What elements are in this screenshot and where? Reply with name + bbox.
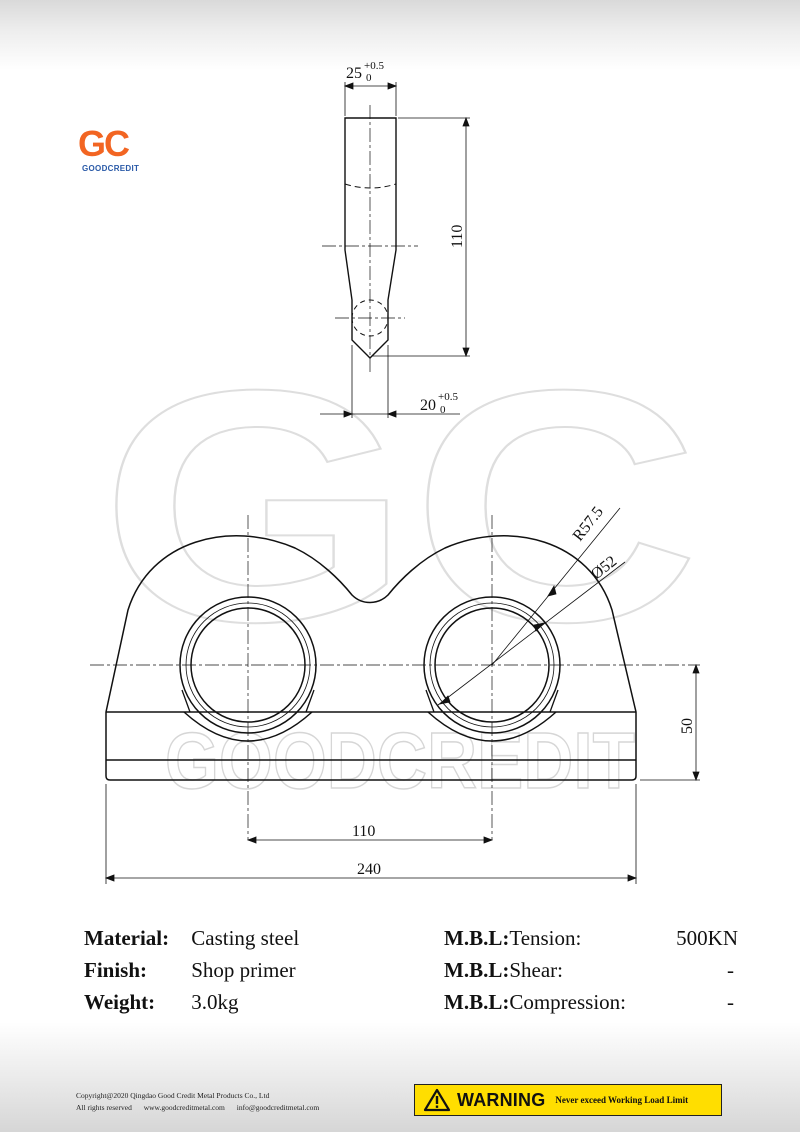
- warning-title: WARNING: [457, 1089, 546, 1110]
- brand-logo-mark: GC: [78, 123, 130, 164]
- page-texture-top: [0, 0, 800, 70]
- dim-hole-spacing: 110: [352, 823, 375, 840]
- watermark-logo: GC: [100, 330, 701, 660]
- spec-mbl-type: Shear:: [509, 958, 563, 982]
- spec-mbl-value: -: [727, 958, 734, 982]
- brand-logo-name: GOODCREDIT: [82, 164, 140, 173]
- dim-bottom-width-tol-upper: +0.5: [438, 391, 458, 403]
- dim-hole-diameter: Ø52: [588, 553, 620, 583]
- spec-weight-label: Weight:: [84, 990, 156, 1014]
- dim-bottom-width-tol-lower: 0: [440, 404, 446, 416]
- spec-mbl-type: Tension:: [509, 926, 582, 950]
- spec-material: Material: Casting steel: [84, 926, 299, 951]
- warning-triangle-icon: [423, 1088, 451, 1112]
- spec-weight: Weight: 3.0kg: [84, 990, 239, 1015]
- spec-finish: Finish: Shop primer: [84, 958, 296, 983]
- spec-finish-label: Finish:: [84, 958, 148, 982]
- watermark-text: GOODCREDIT: [165, 716, 635, 800]
- footer-copyright: Copyright@2020 Qingdao Good Credit Metal…: [76, 1090, 329, 1114]
- dim-base-height: 50: [679, 718, 696, 734]
- spec-material-value: Casting steel: [191, 926, 300, 950]
- dim-bottom-width: 20: [420, 397, 436, 414]
- spec-table: Material: Casting steel Finish: Shop pri…: [84, 926, 744, 1026]
- technical-drawing: 25 +0.5 0 110 20 +0.5 0 R57.5 Ø52: [90, 60, 700, 884]
- spec-mbl-value: -: [727, 990, 734, 1014]
- spec-finish-value: Shop primer: [191, 958, 296, 982]
- warning-text: Never exceed Working Load Limit: [555, 1095, 689, 1105]
- rights-text: All rights reserved: [76, 1103, 132, 1112]
- dim-outer-radius: R57.5: [570, 504, 607, 545]
- brand-logo: GC GOODCREDIT: [78, 126, 148, 176]
- dim-top-width: 25: [346, 65, 362, 82]
- spec-mbl-label: M.B.L:: [444, 926, 510, 950]
- spec-mbl-value: 500KN: [676, 926, 738, 950]
- dim-top-width-tol-upper: +0.5: [364, 60, 384, 72]
- spec-mbl-compression: M.B.L:Compression: -: [444, 990, 734, 1015]
- dim-top-width-tol-lower: 0: [366, 72, 372, 84]
- spec-mbl-label: M.B.L:: [444, 958, 510, 982]
- copyright-line: Copyright@2020 Qingdao Good Credit Metal…: [76, 1091, 270, 1100]
- spec-mbl-type: Compression:: [509, 990, 626, 1014]
- spec-material-label: Material:: [84, 926, 170, 950]
- warning-banner: WARNING Never exceed Working Load Limit: [414, 1084, 722, 1116]
- website-link[interactable]: www.goodcreditmetal.com: [143, 1103, 225, 1112]
- spec-mbl-label: M.B.L:: [444, 990, 510, 1014]
- spec-mbl-shear: M.B.L:Shear: -: [444, 958, 734, 983]
- email-link[interactable]: info@goodcreditmetal.com: [236, 1103, 320, 1112]
- watermark-mark: GC: [100, 330, 700, 660]
- dim-height: 110: [449, 225, 466, 248]
- dim-overall-length: 240: [357, 861, 381, 878]
- front-view-outline: [105, 535, 637, 781]
- spec-weight-value: 3.0kg: [191, 990, 239, 1014]
- watermark-wordmark: GOODCREDIT: [164, 715, 636, 800]
- spec-mbl-tension: M.B.L:Tension: 500KN: [444, 926, 738, 951]
